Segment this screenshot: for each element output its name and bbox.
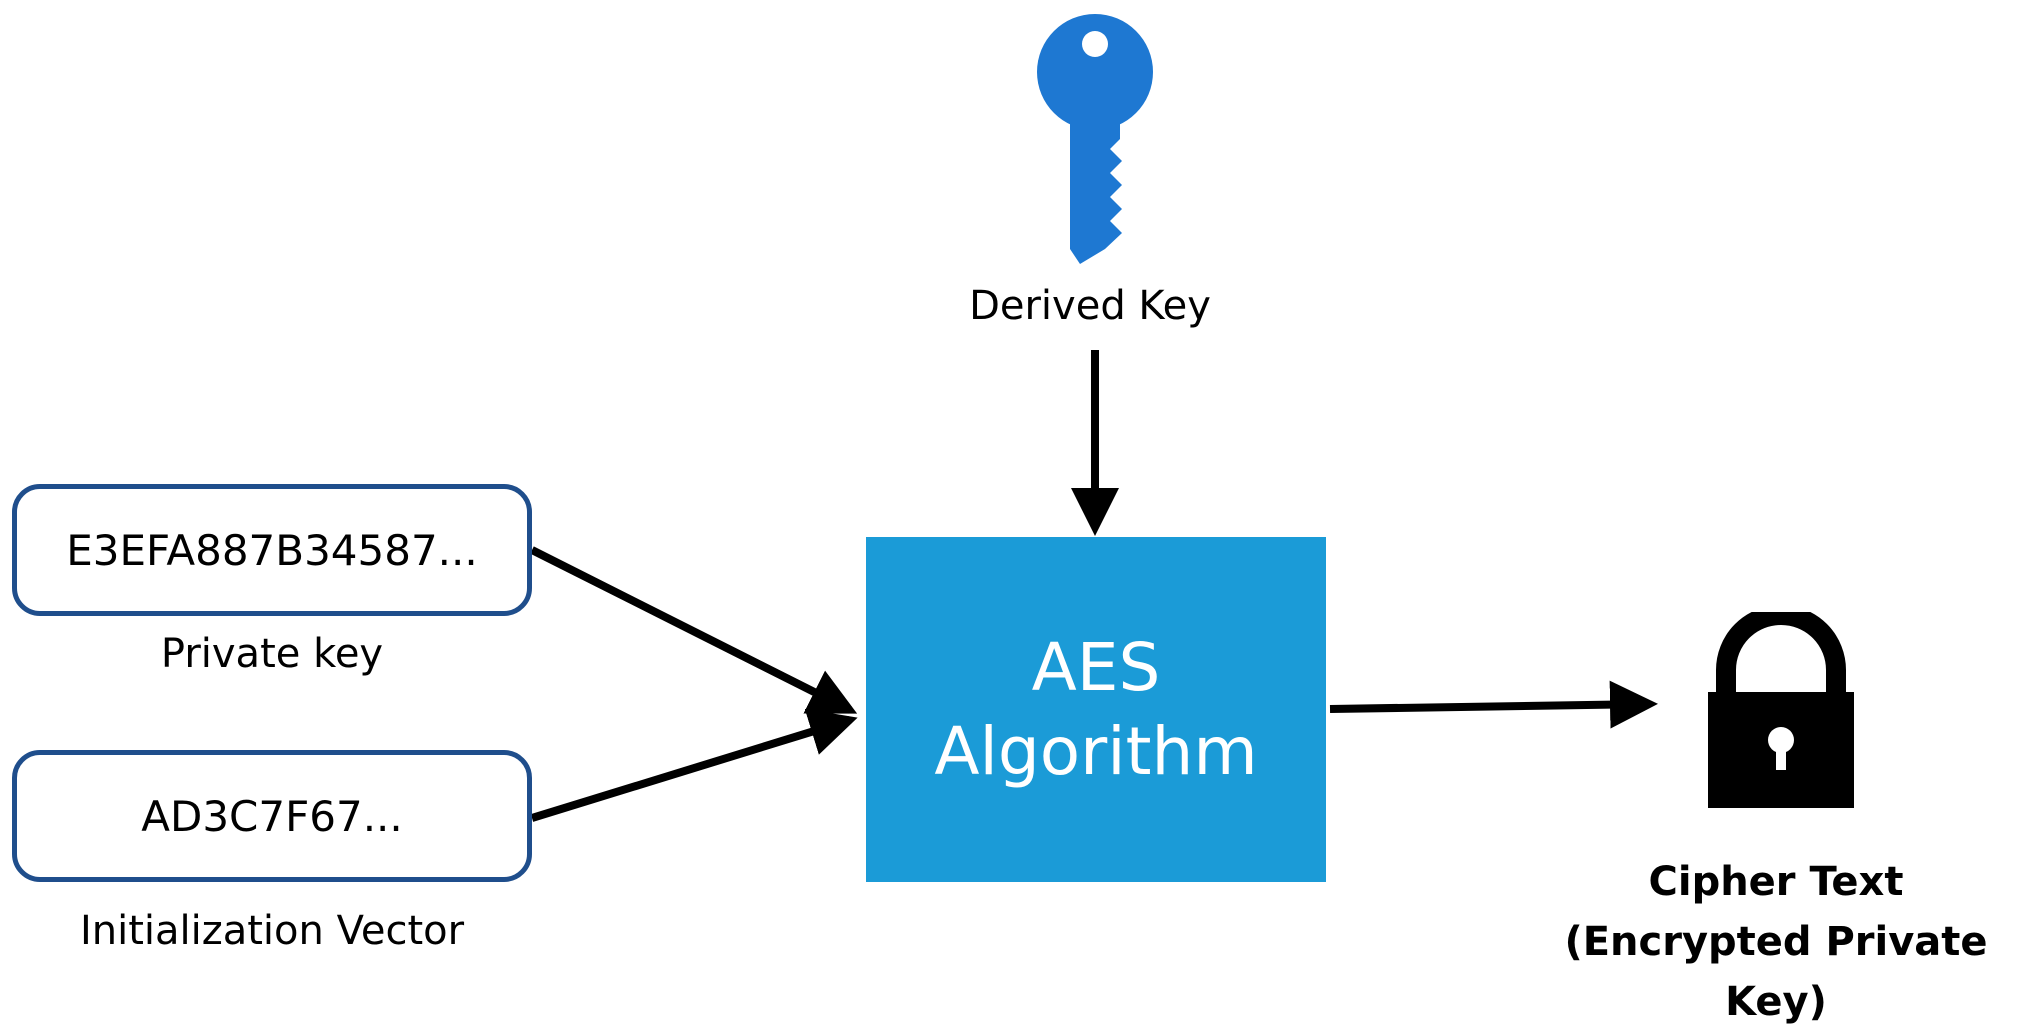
iv-label: Initialization Vector xyxy=(79,908,465,954)
connector-arrows xyxy=(530,350,1658,822)
aes-title-line1: AES xyxy=(1031,628,1161,706)
arrow-private-key-to-aes xyxy=(530,546,858,714)
aes-algorithm-box: AES Algorithm xyxy=(866,537,1326,882)
derived-key-label: Derived Key xyxy=(969,283,1211,329)
padlock-icon xyxy=(1708,612,1854,808)
private-key-box: E3EFA887B34587... xyxy=(12,484,532,616)
cipher-text-line1: Cipher Text xyxy=(1648,859,1904,905)
iv-value: AD3C7F67... xyxy=(141,791,403,841)
arrow-aes-to-cipher xyxy=(1329,680,1658,729)
arrow-iv-to-aes xyxy=(530,708,858,822)
aes-title-line2: Algorithm xyxy=(934,712,1258,790)
key-icon xyxy=(1037,14,1153,264)
cipher-text-line2: (Encrypted Private Key) xyxy=(1564,919,1988,1025)
iv-box: AD3C7F67... xyxy=(12,750,532,882)
cipher-text-label: Cipher Text (Encrypted Private Key) xyxy=(1510,852,2042,1032)
private-key-value: E3EFA887B34587... xyxy=(66,525,478,575)
private-key-label: Private key xyxy=(160,631,384,677)
